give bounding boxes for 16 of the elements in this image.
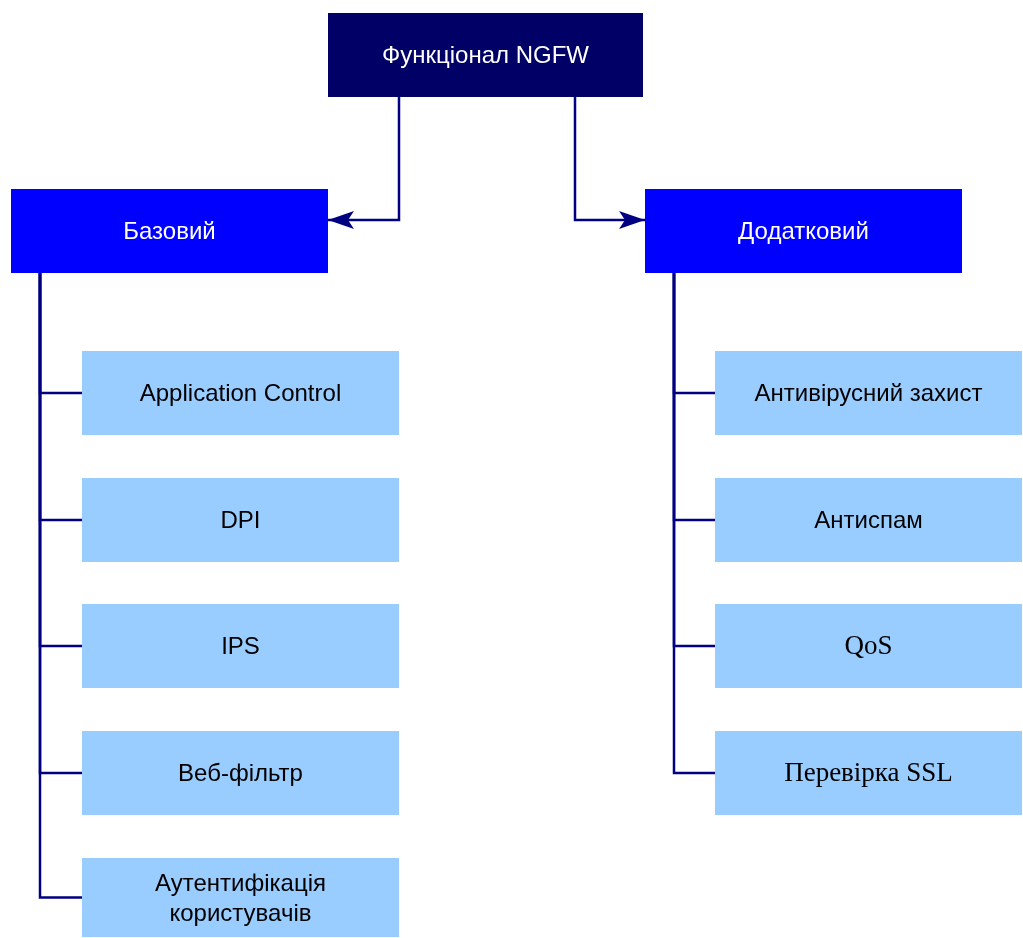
feature-box: Application Control <box>82 351 399 435</box>
connector-line <box>672 273 715 775</box>
feature-box: Веб-фільтр <box>82 731 399 815</box>
feature-box: Перевірка SSL <box>715 731 1022 815</box>
arrow <box>573 97 645 229</box>
category-box: Додатковий <box>645 189 962 273</box>
feature-box: Антиспам <box>715 478 1022 562</box>
arrow <box>328 97 401 229</box>
feature-box: DPI <box>82 478 399 562</box>
feature-box: Антивірусний захист <box>715 351 1022 435</box>
connector-line <box>38 273 82 899</box>
root-box: Функціонал NGFW <box>328 13 643 97</box>
category-box: Базовий <box>11 189 328 273</box>
feature-box: Аутентифікація користувачів <box>82 858 399 937</box>
feature-box: IPS <box>82 604 399 688</box>
feature-box: QoS <box>715 604 1022 688</box>
